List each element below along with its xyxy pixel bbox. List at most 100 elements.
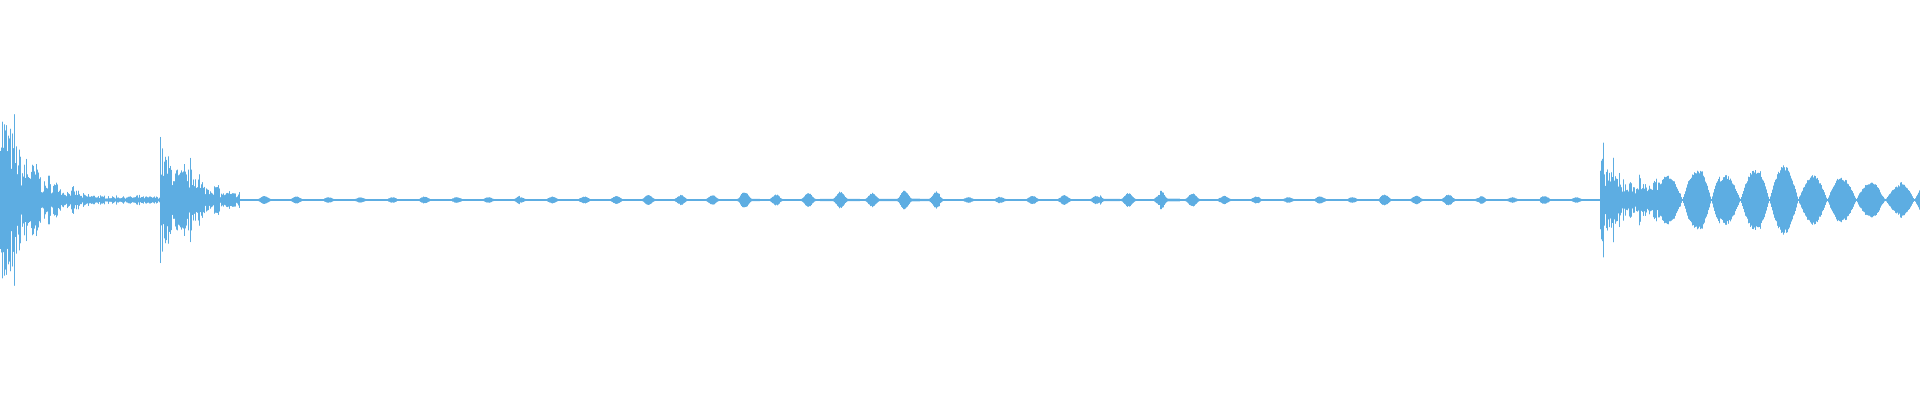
waveform-bar	[455, 197, 456, 203]
waveform-bar	[105, 198, 106, 202]
waveform-bar	[1155, 197, 1156, 203]
waveform-bar	[252, 199, 253, 201]
waveform-bar	[1886, 198, 1887, 202]
waveform-bar	[1543, 196, 1544, 204]
waveform-bar	[1078, 199, 1079, 201]
waveform-bar	[98, 196, 99, 204]
waveform-bar	[10, 128, 11, 272]
waveform-bar	[177, 169, 178, 231]
waveform-bar	[1012, 199, 1013, 201]
waveform-bar	[1274, 199, 1275, 201]
waveform-bar	[1506, 199, 1507, 201]
waveform-bar	[199, 174, 200, 226]
waveform-bar	[319, 199, 320, 201]
waveform-bar	[1162, 192, 1163, 208]
waveform-bar	[971, 198, 972, 202]
waveform-bar	[1027, 198, 1028, 202]
waveform-bar	[808, 193, 809, 207]
waveform-bar	[1899, 186, 1900, 214]
waveform-bar	[400, 199, 401, 201]
waveform-bar	[1620, 184, 1621, 216]
waveform-bar	[706, 198, 707, 202]
waveform-bar	[761, 199, 762, 201]
waveform-bar	[1142, 199, 1143, 201]
waveform-bar	[320, 199, 321, 201]
waveform-bar	[106, 198, 107, 202]
waveform-bar	[1751, 174, 1752, 226]
waveform-bar	[990, 199, 991, 201]
waveform-bar	[1682, 199, 1683, 201]
waveform-bar	[1660, 184, 1661, 216]
waveform-bar	[1477, 198, 1478, 202]
waveform-bar	[467, 199, 468, 201]
waveform-bar	[1417, 195, 1418, 205]
waveform-bar	[1025, 199, 1026, 201]
waveform-bar	[1719, 176, 1720, 224]
waveform-bar	[1056, 199, 1057, 201]
waveform-bar	[1723, 177, 1724, 223]
waveform-bar	[1726, 175, 1727, 225]
waveform-bar	[1066, 196, 1067, 204]
waveform-bar	[153, 197, 154, 203]
waveform-bar	[765, 199, 766, 201]
waveform-bar	[1583, 199, 1584, 201]
waveform-bar	[215, 187, 216, 213]
waveform-bar	[1664, 176, 1665, 224]
waveform-bar	[756, 198, 757, 202]
waveform-bar	[90, 196, 91, 204]
waveform-bar	[1393, 199, 1394, 201]
waveform-bar	[1251, 198, 1252, 202]
waveform-bar	[620, 197, 621, 203]
waveform-bar	[624, 199, 625, 201]
waveform-bar	[1069, 198, 1070, 202]
waveform-bar	[292, 198, 293, 202]
waveform-bar	[1520, 199, 1521, 201]
waveform-bar	[1686, 187, 1687, 213]
waveform-bar	[714, 195, 715, 205]
waveform-bar	[1476, 198, 1477, 202]
waveform-bar	[746, 193, 747, 207]
waveform-bar	[148, 197, 149, 203]
waveform-bar	[44, 181, 45, 219]
waveform-bar	[1750, 173, 1751, 227]
waveform-bar	[1891, 191, 1892, 209]
waveform-bar	[67, 191, 68, 209]
waveform-bar	[882, 198, 883, 202]
waveform-bar	[847, 198, 848, 202]
waveform-bar	[1612, 177, 1613, 223]
waveform-bar	[1152, 199, 1153, 201]
waveform-bar	[1877, 187, 1878, 213]
waveform-bar	[775, 194, 776, 206]
waveform-bar	[1431, 199, 1432, 201]
waveform-bar	[1783, 165, 1784, 235]
waveform-bar	[651, 196, 652, 204]
waveform-bar	[676, 197, 677, 203]
waveform-bar	[1086, 199, 1087, 201]
waveform-bar	[1167, 198, 1168, 202]
waveform-bar	[459, 197, 460, 203]
waveform-bar	[1304, 199, 1305, 201]
waveform-bar	[821, 198, 822, 202]
waveform-bar	[947, 199, 948, 201]
waveform-bar	[157, 197, 158, 203]
waveform-bar	[660, 199, 661, 201]
waveform-bar	[1655, 182, 1656, 218]
waveform-bar	[1876, 184, 1877, 216]
waveform-bar	[450, 199, 451, 201]
waveform-bar	[1497, 199, 1498, 201]
waveform-bar	[202, 182, 203, 218]
waveform-bar	[1658, 182, 1659, 218]
waveform-bar	[1382, 195, 1383, 205]
waveform-bar	[523, 198, 524, 202]
waveform-bar	[666, 199, 667, 201]
waveform-bar	[1906, 187, 1907, 213]
waveform-bar	[643, 198, 644, 202]
waveform-bar	[298, 197, 299, 203]
waveform-bar	[1328, 199, 1329, 201]
waveform-bar	[1442, 198, 1443, 202]
waveform-bar	[1252, 198, 1253, 202]
waveform-bar	[69, 194, 70, 206]
waveform-bar	[1092, 197, 1093, 203]
waveform-bar	[1818, 180, 1819, 220]
waveform-bar	[850, 198, 851, 202]
